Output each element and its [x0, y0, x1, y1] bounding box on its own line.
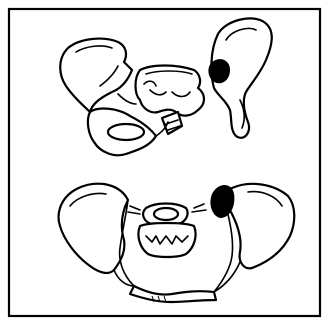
sacrum-front [138, 223, 195, 257]
sacrum [136, 66, 205, 116]
obturator-foramen [108, 124, 144, 140]
vertebral-body [154, 208, 178, 220]
figure-frame [9, 9, 320, 316]
